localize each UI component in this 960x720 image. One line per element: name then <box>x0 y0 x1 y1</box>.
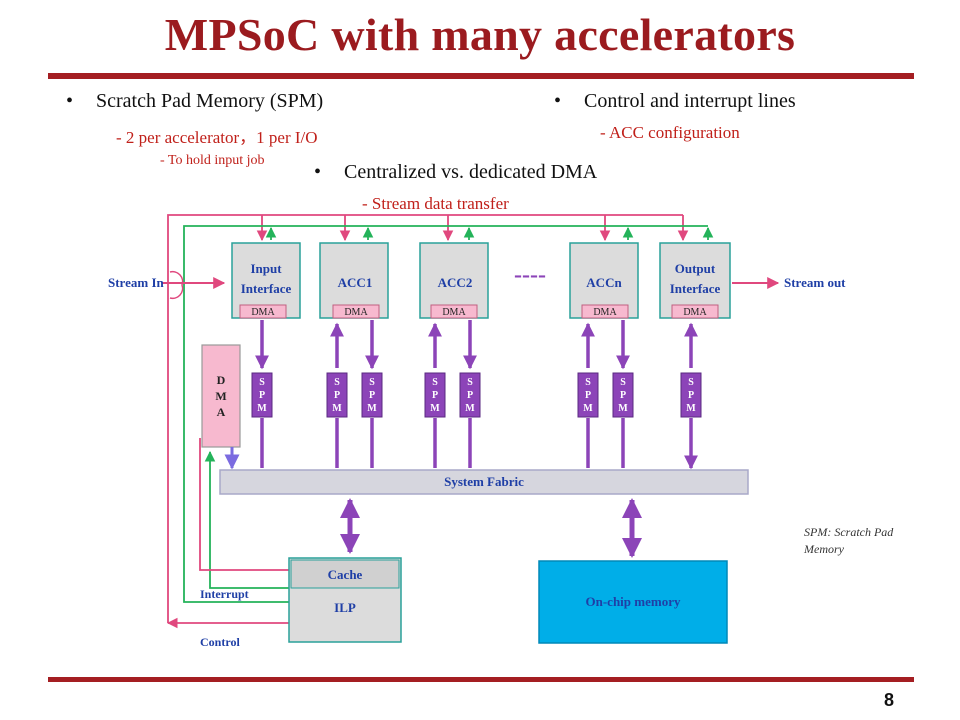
spm-acc2-b-p: P <box>467 390 473 401</box>
acc1-block: ACC1 DMA <box>319 242 389 319</box>
title-rule <box>48 73 914 79</box>
spm-accn-b: SPM <box>612 372 634 418</box>
stream-in-label: Stream In <box>108 275 165 290</box>
spm-acc2-b: SPM <box>459 372 481 418</box>
central-dma-a: A <box>217 405 226 419</box>
acc2-label: ACC2 <box>438 275 473 290</box>
spm-acc1-b-m: M <box>367 403 377 414</box>
control-label: Control <box>200 635 240 649</box>
spm-accn-a-m: M <box>583 403 593 414</box>
accn-block: ACCn DMA <box>569 242 639 319</box>
dma-tag-input: DMA <box>251 307 275 318</box>
accn-label: ACCn <box>586 275 622 290</box>
interrupt-lines <box>183 225 714 603</box>
spm-output-m: M <box>686 403 696 414</box>
spm-input: SPM <box>251 372 273 418</box>
spm-accn-b-p: P <box>620 390 626 401</box>
spm-acc1-a-s: S <box>334 377 340 388</box>
dma-tag-acc2: DMA <box>442 307 466 318</box>
control-lines <box>166 214 689 629</box>
spm-acc2-a: SPM <box>424 372 446 418</box>
input-interface-label-1: Input <box>250 261 282 276</box>
dma-tag-accn: DMA <box>593 307 617 318</box>
slide-title: MPSoC with many accelerators <box>164 9 796 60</box>
central-dma-d: D <box>217 373 226 387</box>
bullet-dma: Centralized vs. dedicated DMA <box>314 161 597 184</box>
bullet-spm: Scratch Pad Memory (SPM) <box>66 90 323 113</box>
spm-acc1-a-p: P <box>334 390 340 401</box>
spm-output: SPM <box>680 372 702 418</box>
acc1-label: ACC1 <box>338 275 373 290</box>
spm-input-s: S <box>259 377 265 388</box>
central-dma-block: D M A <box>201 344 241 448</box>
spm-acc2-b-s: S <box>467 377 473 388</box>
bullet-control-sub: - ACC configuration <box>600 123 740 142</box>
spm-acc1-a: SPM <box>326 372 348 418</box>
spm-accn-b-m: M <box>618 403 628 414</box>
continuation-dots: ---- <box>514 262 546 288</box>
spm-accn-a-s: S <box>585 377 591 388</box>
spm-acc1-b: SPM <box>361 372 383 418</box>
bullet-dma-sub: - Stream data transfer <box>362 194 509 213</box>
output-interface-block: Output Interface DMA <box>659 242 731 319</box>
dma-tag-output: DMA <box>683 307 707 318</box>
spm-blocks: SPM SPM SPM SPM SPM SPM SPM SPM <box>251 372 702 418</box>
bullet-spm-sub: - 2 per accelerator，1 per I/O <box>116 128 318 147</box>
input-interface-label-2: Interface <box>241 281 292 296</box>
spm-output-s: S <box>688 377 694 388</box>
dma-interrupt-line <box>204 450 289 589</box>
system-fabric: System Fabric <box>219 469 749 495</box>
spm-acc1-b-p: P <box>369 390 375 401</box>
cache-label: Cache <box>328 567 363 582</box>
spm-input-p: P <box>259 390 265 401</box>
dma-tag-acc1: DMA <box>344 307 368 318</box>
spm-acc2-a-m: M <box>430 403 440 414</box>
input-interface-block: Input Interface DMA <box>231 242 301 319</box>
acc2-block: ACC2 DMA <box>419 242 489 319</box>
spm-input-m: M <box>257 403 267 414</box>
spm-acc2-a-s: S <box>432 377 438 388</box>
stream-out-label: Stream out <box>784 275 846 290</box>
output-interface-label-2: Interface <box>670 281 721 296</box>
bullet-control: Control and interrupt lines <box>554 90 796 113</box>
output-interface-label-1: Output <box>675 261 716 276</box>
footer-rule <box>48 677 914 682</box>
spm-legend-line-2: Memory <box>803 542 845 556</box>
spm-connections <box>255 320 698 470</box>
bullet-spm-subsub: - To hold input job <box>160 153 265 168</box>
spm-acc1-a-m: M <box>332 403 342 414</box>
stream-in-arrow <box>162 270 226 300</box>
cache-ilp-block: Cache ILP <box>288 557 402 643</box>
spm-acc2-a-p: P <box>432 390 438 401</box>
central-dma-m: M <box>215 389 226 403</box>
spm-accn-b-s: S <box>620 377 626 388</box>
spm-output-p: P <box>688 390 694 401</box>
spm-legend-line-1: SPM: Scratch Pad <box>804 525 894 539</box>
onchip-memory-block: On-chip memory <box>538 560 728 644</box>
spm-acc1-b-s: S <box>369 377 375 388</box>
interrupt-label: Interrupt <box>200 587 249 601</box>
dma-control-line <box>199 438 289 571</box>
ilp-label: ILP <box>334 600 356 615</box>
spm-accn-a: SPM <box>577 372 599 418</box>
onchip-memory-label: On-chip memory <box>586 594 681 609</box>
page-number: 8 <box>884 690 895 710</box>
spm-accn-a-p: P <box>585 390 591 401</box>
system-fabric-label: System Fabric <box>444 474 524 489</box>
spm-acc2-b-m: M <box>465 403 475 414</box>
